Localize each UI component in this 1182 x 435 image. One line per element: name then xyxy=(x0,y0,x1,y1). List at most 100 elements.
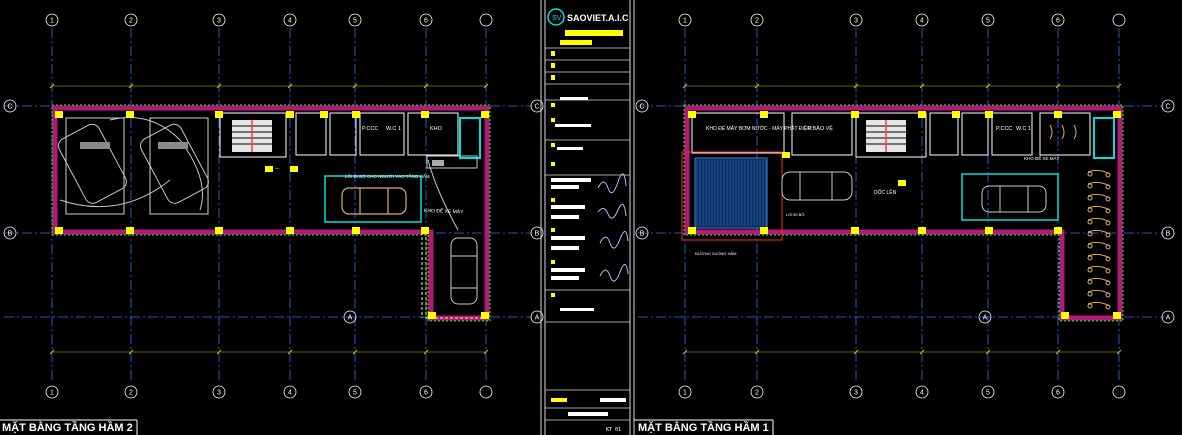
bike-wheel xyxy=(1087,183,1093,189)
grid-bubble xyxy=(530,99,544,113)
right-note-pump: KHO ĐỂ MÁY BƠM NƯỚC - MÁY PHÁT ĐIỆN xyxy=(706,124,811,132)
dimension-tick xyxy=(754,83,760,89)
dimension-tick xyxy=(1116,349,1122,355)
grid-bubble-label: 2 xyxy=(129,390,133,397)
right-pump-room xyxy=(691,112,785,154)
grid-bubble-label: B xyxy=(535,231,540,238)
structural-column xyxy=(898,180,906,186)
grid-bubble xyxy=(419,13,433,27)
structural-column xyxy=(481,312,489,319)
bike-wheel xyxy=(1105,256,1111,262)
grid-bubble xyxy=(212,13,226,27)
right-note-ramp: DỐC LÊN xyxy=(874,188,897,196)
bike-wheel xyxy=(1105,292,1111,298)
grid-bubble-label: A xyxy=(535,315,540,322)
grid-bubble-label: 3 xyxy=(217,18,221,25)
grid-bubble xyxy=(343,310,357,324)
grid-bubble-label: 5 xyxy=(986,390,990,397)
grid-bubble xyxy=(348,385,362,399)
structural-column xyxy=(782,152,790,158)
grid-bubble xyxy=(1112,385,1126,399)
structural-column xyxy=(760,111,768,118)
brand-name: SAOVIET.A.I.C xyxy=(567,13,629,23)
right-note-down: ĐƯỜNG XUỐNG HẦM xyxy=(695,251,737,256)
bike-wheel xyxy=(1087,231,1093,237)
structural-column xyxy=(421,111,429,118)
grid-bubble xyxy=(750,385,764,399)
right-hatched-ramp xyxy=(694,157,768,229)
bike-wheel xyxy=(1087,267,1093,273)
structural-column xyxy=(265,166,273,172)
bike-wheel xyxy=(1105,304,1111,310)
structural-column xyxy=(352,227,360,234)
grid-bubble xyxy=(1051,13,1065,27)
right-note-walk: LỐI ĐI BỘ xyxy=(786,212,804,217)
grid-bubble-label: 2 xyxy=(129,18,133,25)
grid-bubble-label: 4 xyxy=(288,18,292,25)
grid-bubble-label: C xyxy=(534,104,539,111)
structural-column xyxy=(215,227,223,234)
grid-bubble-label: 5 xyxy=(353,18,357,25)
bike-wheel xyxy=(1087,279,1093,285)
grid-bubble-label: 3 xyxy=(854,18,858,25)
structural-column xyxy=(1054,111,1062,118)
right-parking-bay xyxy=(961,173,1059,221)
left-parking-bay xyxy=(324,175,422,223)
bike-wheel xyxy=(1087,291,1093,297)
left-car-grey-blocks xyxy=(80,142,188,149)
bike-icons-top xyxy=(1049,124,1077,140)
structural-column xyxy=(1061,312,1069,319)
bike-wheel xyxy=(1087,195,1093,201)
dimension-tick xyxy=(1055,349,1061,355)
structural-column xyxy=(215,111,223,118)
grid-bubble-label: B xyxy=(1166,231,1171,238)
bike-wheel xyxy=(1105,208,1111,214)
bike-parking xyxy=(1087,169,1111,310)
structural-column xyxy=(918,111,926,118)
grid-bubble-label: B xyxy=(640,231,645,238)
bike-wheel xyxy=(1087,243,1093,249)
grid-bubble xyxy=(419,385,433,399)
grid-bubble xyxy=(283,13,297,27)
grid-bubble xyxy=(1051,385,1065,399)
grid-bubble-label: B xyxy=(8,231,13,238)
grid-bubble xyxy=(124,13,138,27)
grid-bubble xyxy=(750,13,764,27)
left-note-walkway: LỐI ĐI BỘ CHO NGƯỜI VÀO TẦNG HẦM xyxy=(345,173,430,179)
structural-column xyxy=(1054,227,1062,234)
grid-bubble-label: 4 xyxy=(288,390,292,397)
left-stair xyxy=(232,120,272,152)
grid-bubble xyxy=(3,99,17,113)
dimension-tick xyxy=(985,349,991,355)
grid-bubble xyxy=(635,99,649,113)
left-car-outlines xyxy=(57,117,209,211)
grid-bubble xyxy=(849,13,863,27)
dimension-tick xyxy=(853,349,859,355)
dimension-tick xyxy=(49,83,55,89)
grid-bubble xyxy=(915,13,929,27)
left-columns xyxy=(55,111,489,319)
grid-bubble-label: A xyxy=(348,315,353,322)
dimension-tick xyxy=(423,349,429,355)
grid-bubble xyxy=(1161,99,1175,113)
grid-bubble xyxy=(124,385,138,399)
grid-bubble xyxy=(212,385,226,399)
right-core-rooms xyxy=(791,112,1115,159)
bike-wheel xyxy=(1087,255,1093,261)
structural-column xyxy=(952,111,960,118)
dimension-tick xyxy=(49,349,55,355)
grid-bubble-label: 6 xyxy=(1056,390,1060,397)
structural-column xyxy=(421,227,429,234)
grid-bubble xyxy=(635,226,649,240)
left-room-label-pccc: P.CCC xyxy=(362,126,378,132)
bike-wheel xyxy=(1105,196,1111,202)
grid-bubble-label: 2 xyxy=(755,390,759,397)
left-note-bike: KHO ĐỂ XE MÁY xyxy=(424,207,464,215)
grid-bubble xyxy=(678,385,692,399)
bike-wheel xyxy=(1105,184,1111,190)
left-car-vertical xyxy=(450,237,478,305)
grid-bubble xyxy=(1161,310,1175,324)
